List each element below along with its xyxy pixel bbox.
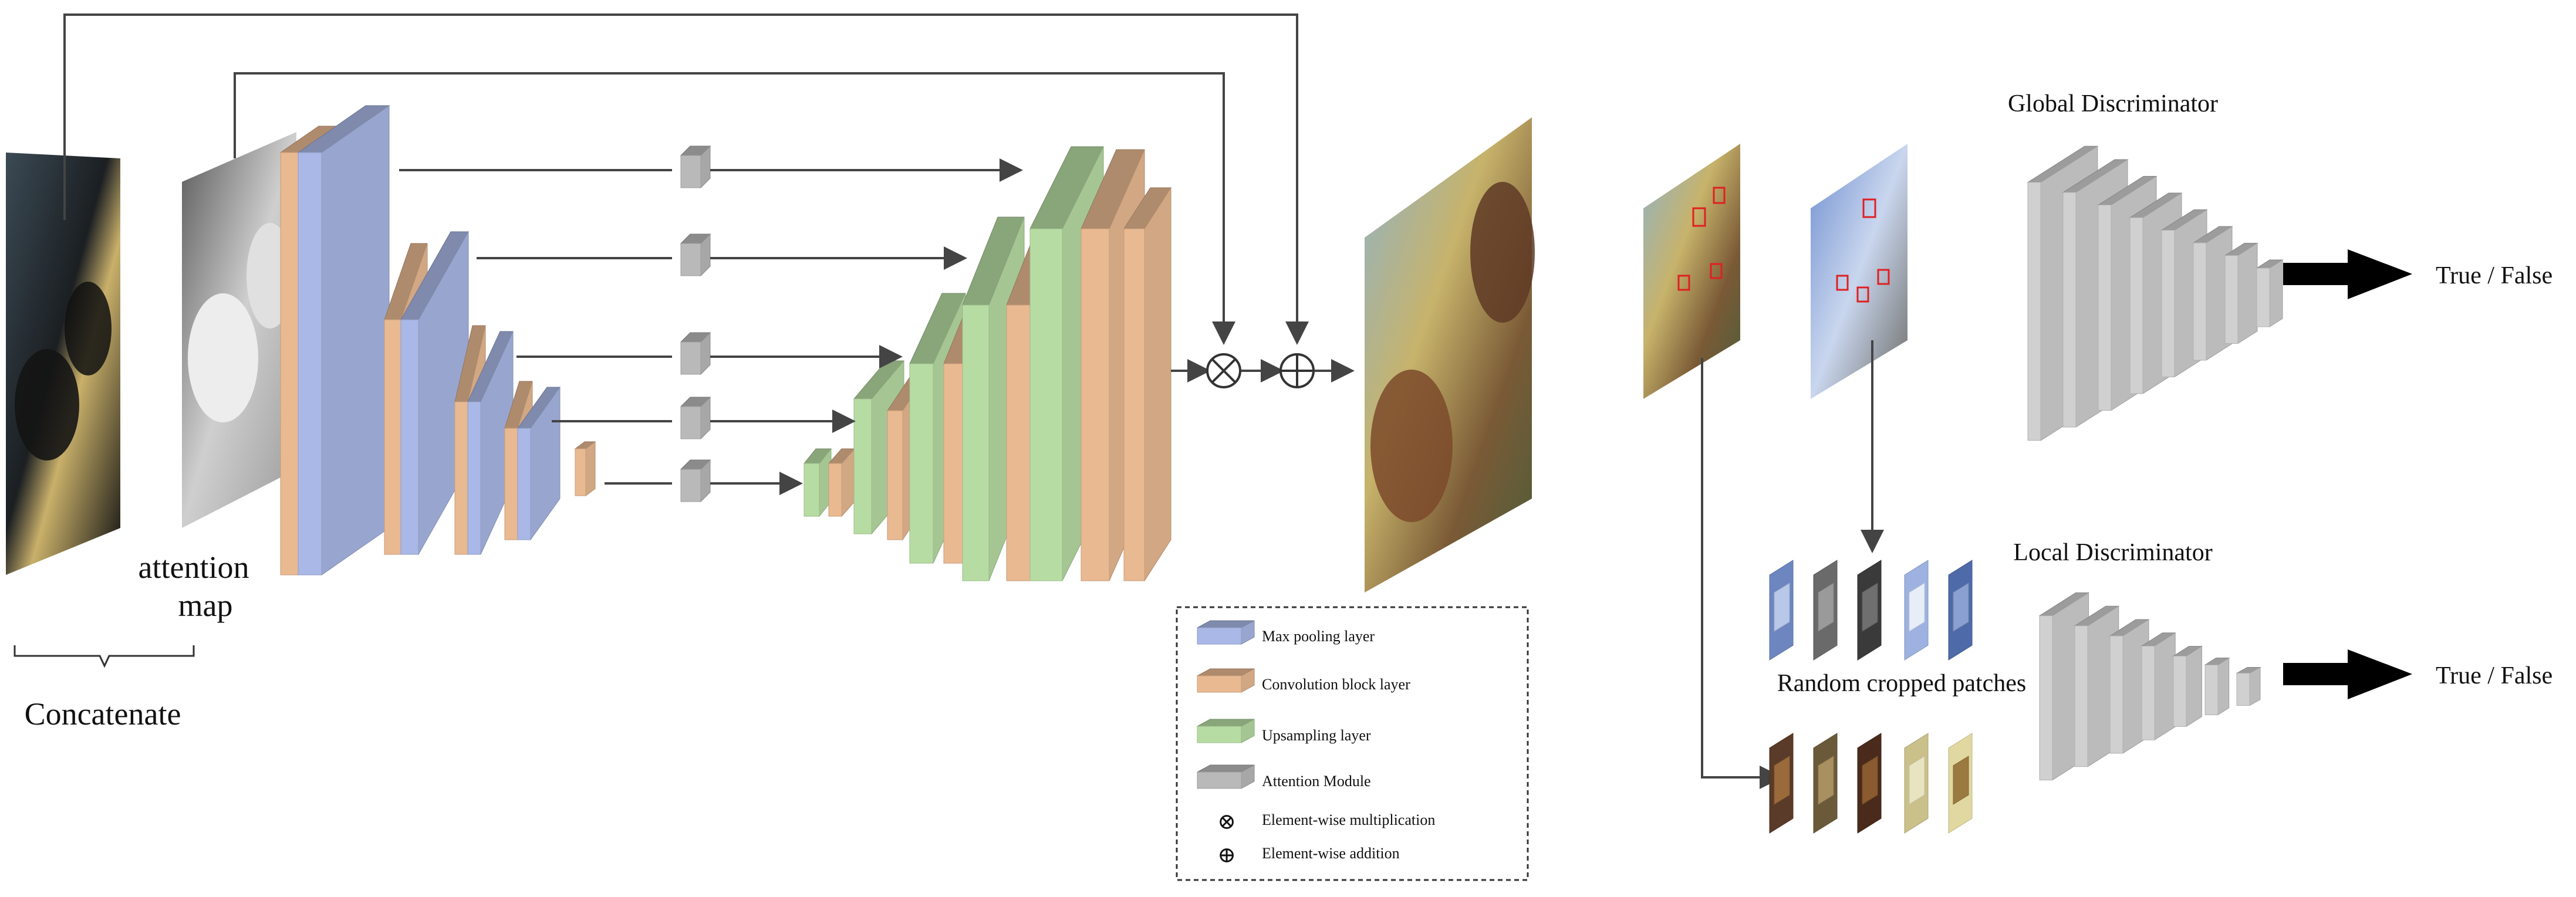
add-operator xyxy=(1279,353,1315,388)
legend-multiply-symbol: ⊗ xyxy=(1217,810,1236,834)
legend-element-multiplication: Element-wise multiplication xyxy=(1262,811,1435,828)
global-output-arrow xyxy=(2283,249,2412,299)
encoder-pool-4 xyxy=(517,386,561,541)
legend: Max pooling layer Convolution block laye… xyxy=(1176,606,1529,881)
concatenate-label: Concatenate xyxy=(25,696,181,732)
local-discriminator-layer-4 xyxy=(2141,632,2176,741)
concatenate-brace xyxy=(13,645,195,668)
random-cropped-patches-label: Random cropped patches xyxy=(1777,670,2027,697)
attention-module-5 xyxy=(680,459,711,503)
local-discriminator-layer-5 xyxy=(2172,645,2203,727)
attention-label-line1: attention xyxy=(139,550,249,585)
attention-module-2 xyxy=(680,233,711,277)
patch-8 xyxy=(1857,733,1882,834)
multiply-operator xyxy=(1206,353,1241,388)
attention-module-4 xyxy=(680,396,711,440)
encoder-conv-5 xyxy=(574,441,596,496)
attention-module-1 xyxy=(680,145,711,189)
legend-element-addition: Element-wise addition xyxy=(1262,845,1400,862)
local-discriminator-layer-7 xyxy=(2236,666,2261,706)
input-dark-image xyxy=(6,153,120,575)
attention-map-image xyxy=(182,132,296,528)
global-discriminator-layer-8 xyxy=(2256,259,2284,327)
patch-7 xyxy=(1813,733,1838,834)
encoder-stack xyxy=(279,105,596,576)
patch-6 xyxy=(1769,733,1794,834)
decoder-conv-6 xyxy=(1123,187,1171,582)
legend-add-symbol: ⊕ xyxy=(1217,843,1236,868)
skip-connection-input xyxy=(63,13,1309,345)
patch-9 xyxy=(1904,733,1929,834)
global-discriminator xyxy=(2027,145,2284,441)
patch-4 xyxy=(1904,560,1929,661)
enhanced-output-image xyxy=(1365,117,1535,593)
arrow-to-real-patches xyxy=(1701,358,1783,789)
local-output-arrow xyxy=(2283,649,2412,699)
legend-attention-module: Attention Module xyxy=(1262,773,1371,790)
legend-upsampling: Upsampling layer xyxy=(1262,727,1371,744)
encoder-pool-1 xyxy=(297,105,390,576)
patch-5 xyxy=(1948,560,1973,661)
fake-image xyxy=(1811,144,1907,399)
attention-label-line2: map xyxy=(178,588,233,623)
decoder-stack xyxy=(803,146,1171,582)
attention-module-3 xyxy=(680,331,711,375)
patch-1 xyxy=(1769,560,1794,661)
global-discriminator-label: Global Discriminator xyxy=(2008,90,2218,117)
legend-swatch-upsampling xyxy=(1197,719,1255,743)
local-discriminator xyxy=(2038,592,2261,781)
local-true-false-label: True / False xyxy=(2436,662,2553,689)
patch-2 xyxy=(1813,560,1838,661)
decoder-up-1 xyxy=(803,448,832,517)
legend-swatch-max-pooling xyxy=(1197,620,1255,645)
decoder-conv-1 xyxy=(828,448,856,517)
global-discriminator-layer-7 xyxy=(2224,242,2258,344)
attention-modules xyxy=(680,145,711,503)
skip-arrows xyxy=(399,158,1355,495)
patch-10 xyxy=(1948,733,1973,834)
legend-swatch-attention-module xyxy=(1197,764,1255,789)
legend-max-pooling: Max pooling layer xyxy=(1262,628,1375,645)
cropped-patches xyxy=(1769,560,1973,834)
skip-connection-attention xyxy=(234,72,1235,345)
real-image xyxy=(1643,144,1740,399)
legend-swatch-convolution-block xyxy=(1197,668,1255,693)
local-discriminator-layer-6 xyxy=(2204,657,2230,716)
local-discriminator-label: Local Discriminator xyxy=(2013,539,2212,566)
legend-convolution-block: Convolution block layer xyxy=(1262,676,1410,693)
global-true-false-label: True / False xyxy=(2436,262,2553,289)
patch-3 xyxy=(1857,560,1882,661)
